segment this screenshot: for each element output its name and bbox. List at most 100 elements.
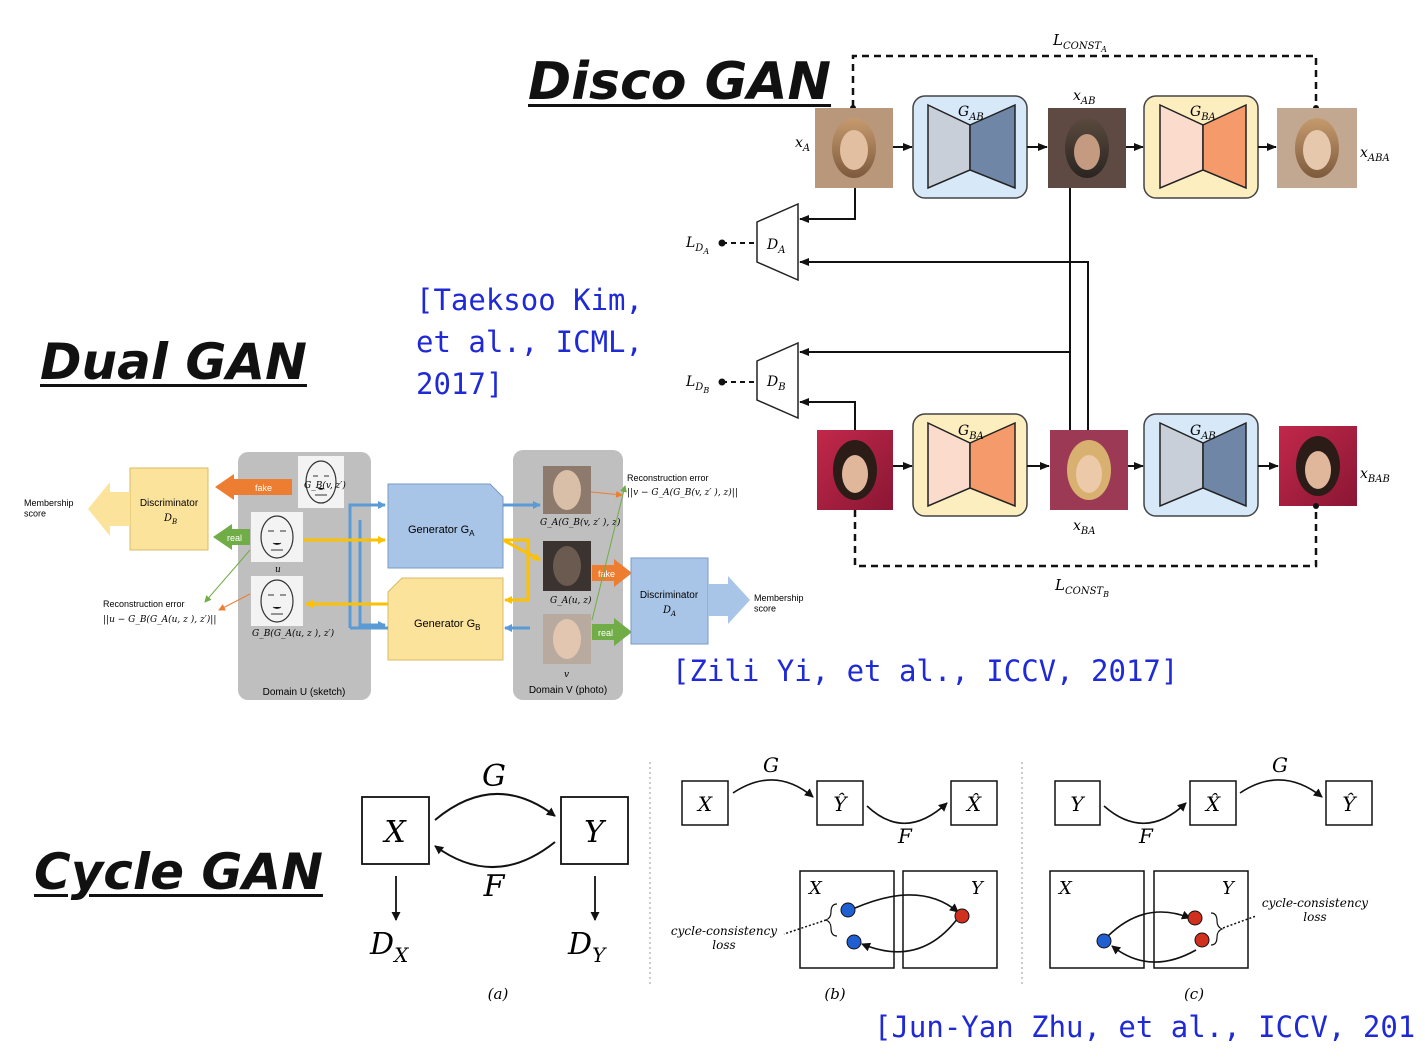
- generator-ba-bottom: GBA: [912, 413, 1028, 517]
- sketch-u: [251, 512, 303, 562]
- svg-text:G: G: [1272, 753, 1288, 777]
- svg-text:DB: DB: [766, 374, 786, 393]
- svg-text:GAB: GAB: [1190, 423, 1216, 442]
- generator-b-box: Generator GB: [387, 577, 504, 661]
- svg-text:G_A(G_B(v, z′ ), z): G_A(G_B(v, z′ ), z): [540, 517, 621, 528]
- svg-text:G: G: [763, 753, 779, 777]
- svg-text:(b): (b): [824, 985, 845, 1003]
- svg-text:GBA: GBA: [958, 423, 984, 442]
- svg-text:X: X: [807, 878, 823, 899]
- svg-text:GBA: GBA: [1190, 104, 1216, 123]
- sketch-gb-ga: [251, 576, 303, 626]
- svg-text:G_A(u, z): G_A(u, z): [550, 595, 592, 606]
- generator-ab-top: GAB: [912, 95, 1028, 199]
- svg-text:Ŷ: Ŷ: [1342, 792, 1357, 816]
- svg-text:DB: DB: [163, 513, 177, 526]
- svg-text:fake: fake: [598, 569, 615, 579]
- svg-text:xABA: xABA: [1360, 145, 1390, 164]
- svg-text:Y: Y: [971, 878, 985, 899]
- svg-text:(c): (c): [1184, 985, 1204, 1003]
- svg-text:xA: xA: [795, 135, 810, 154]
- svg-text:Y: Y: [584, 815, 607, 850]
- photo-v: [543, 614, 591, 664]
- photo-ga-gb: [543, 466, 591, 514]
- image-x-bab: [1279, 426, 1357, 506]
- recon-error-right-formula: ||v − G_A(G_B(v, z′ ), z)||: [627, 487, 738, 498]
- svg-text:F: F: [483, 869, 506, 904]
- svg-text:X: X: [696, 792, 713, 816]
- svg-text:xBA: xBA: [1073, 518, 1095, 537]
- svg-text:Generator GB: Generator GB: [414, 618, 480, 632]
- svg-text:Discriminator: Discriminator: [640, 590, 699, 601]
- fake-arrow-left: fake: [215, 474, 292, 500]
- discriminator-a-box: Discriminator DA: [630, 557, 709, 645]
- svg-text:DA: DA: [766, 237, 785, 256]
- svg-text:LCONSTA: LCONSTA: [1052, 31, 1107, 54]
- recon-error-right-title: Reconstruction error: [627, 473, 709, 483]
- svg-text:DY: DY: [567, 927, 607, 967]
- svg-text:Generator GA: Generator GA: [408, 524, 475, 538]
- svg-text:fake: fake: [255, 483, 272, 493]
- svg-text:LDB: LDB: [685, 374, 709, 395]
- svg-text:F: F: [1138, 824, 1154, 848]
- svg-text:GAB: GAB: [958, 104, 984, 123]
- svg-text:xAB: xAB: [1073, 88, 1095, 107]
- svg-text:X̂: X̂: [1204, 792, 1221, 816]
- svg-text:u: u: [275, 565, 281, 575]
- svg-text:X̂: X̂: [965, 792, 982, 816]
- generator-ab-bottom: GAB: [1143, 413, 1259, 517]
- image-x-b: [817, 430, 893, 510]
- l-const-b-label: L: [1054, 576, 1065, 594]
- image-x-ab: [1048, 108, 1126, 188]
- svg-text:v: v: [564, 670, 569, 680]
- disco-gan-title: Disco GAN: [528, 52, 832, 112]
- image-x-a: [815, 108, 893, 188]
- domain-v-label: Domain V (photo): [529, 685, 607, 696]
- svg-text:Discriminator: Discriminator: [140, 498, 199, 509]
- dual-gan-title: Dual GAN: [40, 333, 307, 391]
- citation-yi: [Zili Yi, et al., ICCV, 2017]: [672, 654, 1179, 688]
- svg-text:Y: Y: [1070, 792, 1085, 816]
- svg-text:(a): (a): [488, 985, 509, 1003]
- svg-text:LCONSTB: LCONSTB: [1054, 576, 1109, 599]
- recon-error-left-title: Reconstruction error: [103, 599, 185, 609]
- svg-text:X: X: [1057, 878, 1073, 899]
- svg-text:X: X: [382, 815, 407, 850]
- l-const-a-label: L: [1052, 31, 1063, 49]
- cycle-panel-a: X Y G F DX DY (a): [361, 759, 629, 1003]
- svg-text:G_B(G_A(u, z ), z′): G_B(G_A(u, z ), z′): [252, 628, 335, 639]
- svg-text:DX: DX: [369, 927, 409, 967]
- citation-kim: [Taeksoo Kim, et al., ICML, 2017]: [416, 283, 643, 401]
- sketch-gb-vz: [298, 456, 344, 508]
- discriminator-b-box: Discriminator DB: [129, 467, 209, 551]
- cycle-gan-title: Cycle GAN: [34, 843, 323, 901]
- citation-zhu: [Jun-Yan Zhu, et al., ICCV, 201: [874, 1010, 1416, 1044]
- image-x-ba: [1050, 430, 1128, 510]
- real-arrow-right: real: [592, 618, 632, 646]
- photo-ga-uz: [543, 541, 591, 591]
- svg-text:G_B(v, z′): G_B(v, z′): [304, 480, 346, 491]
- svg-text:Y: Y: [1222, 878, 1236, 899]
- svg-text:Ŷ: Ŷ: [833, 792, 848, 816]
- svg-text:LDA: LDA: [685, 235, 709, 256]
- svg-text:real: real: [598, 628, 613, 638]
- generator-ba-top: GBA: [1143, 95, 1259, 199]
- svg-text:G: G: [482, 759, 506, 794]
- membership-arrow-left: [88, 482, 130, 536]
- recon-error-left-formula: ||u − G_B(G_A(u, z ), z′)||: [103, 614, 216, 625]
- svg-text:real: real: [227, 533, 242, 543]
- discriminator-b: DB: [756, 341, 799, 420]
- discriminator-a: DA: [756, 202, 799, 282]
- membership-arrow-right: [708, 576, 750, 624]
- generator-a-box: Generator GA: [387, 483, 504, 569]
- image-x-aba: [1277, 108, 1357, 188]
- svg-text:F: F: [897, 824, 913, 848]
